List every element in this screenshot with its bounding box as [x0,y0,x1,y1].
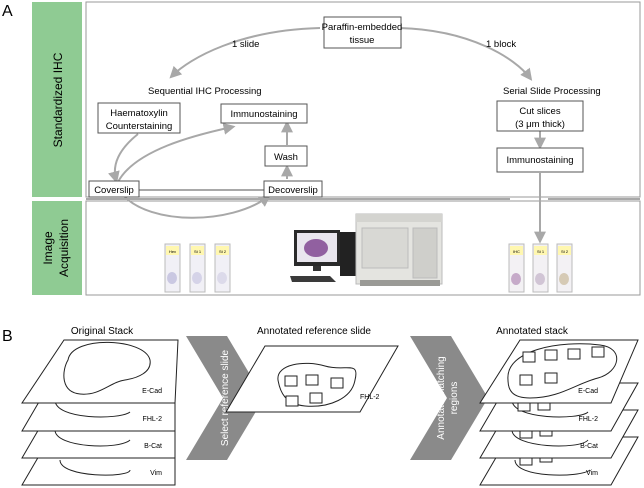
slide-st2-right-label: St 2 [561,249,569,254]
annotated-vim-label: Vim [586,470,598,477]
right-slides: IHC St 1 St 2 [508,243,573,293]
immunostaining-right-text: Immunostaining [506,155,573,166]
immunostaining-right-box [496,147,584,173]
slide-st2-left: St 2 [214,243,231,293]
sequential-title: Sequential IHC Processing [148,86,262,97]
acquisition-frame [85,200,641,296]
haematoxylin-line2: Counterstaining [106,121,173,132]
annotated-stack-title: Annotated stack [496,326,569,337]
haematoxylin-line1: Haematoxylin [110,108,168,119]
slide-ihc: IHC [508,243,525,293]
immunostaining-left-text: Immunostaining [230,109,297,120]
slide-hex: Hex [164,243,181,293]
slide-st1-right: St 1 [532,243,549,293]
annotated-fhl2-label: FHL-2 [579,416,599,423]
cut-slices-line1: Cut slices [519,106,560,117]
slide-ihc-label: IHC [513,249,520,254]
decoverslip-text: Decoverslip [268,185,318,196]
haematoxylin-box [97,102,181,134]
cut-slices-box [496,100,584,132]
arrow-to-sequential [169,27,321,79]
image-acquisition-label-line1: Image [41,231,55,265]
original-stack: Vim B-Cat FHL-2 E-Cad [21,339,179,486]
slide-st1-left: St 1 [189,243,206,293]
one-slide-label: 1 slide [232,39,259,50]
annotated-ecad-label: E-Cad [578,388,598,395]
coverslip-box [88,180,140,198]
annotated-sheet-ecad: E-Cad [479,339,639,404]
annotated-stack: Vim B-Cat FHL-2 E-Cad [479,339,639,486]
slide-st2-left-label: St 2 [219,249,227,254]
original-stack-title: Original Stack [71,326,134,337]
slide-st1-right-label: St 1 [537,249,545,254]
slide-hex-label: Hex [169,249,176,254]
image-acquisition-label-line2: Acquisition [57,219,71,277]
sheet-ecad: E-Cad [21,339,179,404]
standardized-frame [85,1,641,198]
annotate-matching-chevron [410,336,488,460]
arrow-to-immuno-left [117,122,236,183]
annotated-reference-title: Annotated reference slide [257,326,371,337]
arrow-to-serial [399,27,533,81]
cut-slices-line2: (3 μm thick) [515,119,565,130]
annotate-matching-line1: Annotate matching [436,356,447,439]
reference-slide-label: FHL-2 [360,394,380,401]
decoverslip-box [263,180,323,198]
arrow-counter-to-coverslip [108,133,139,184]
select-reference-chevron [186,336,264,460]
standardized-ihc-band [32,2,82,197]
sheet-vim-label: Vim [150,470,162,477]
paraffin-line1: Paraffin-embedded [322,22,403,33]
annotate-matching-line2: regions [449,382,460,415]
immunostaining-left-box [220,103,308,124]
reference-slide: FHL-2 [225,345,399,413]
paraffin-line2: tissue [350,35,375,46]
scanner-workstation-image [290,213,443,286]
annotated-bcat-label: B-Cat [580,443,598,450]
slide-st2-right: St 2 [556,243,573,293]
sheet-fhl2-label: FHL-2 [143,416,163,423]
arrow-coverslip-decoverslip [122,194,271,219]
left-slides: Hex St 1 St 2 [164,243,231,293]
one-block-label: 1 block [486,39,516,50]
panel-a-letter: A [2,3,13,20]
wash-box [264,145,308,167]
sheet-ecad-label: E-Cad [142,388,162,395]
panel-b-letter: B [2,328,13,345]
wash-text: Wash [274,152,298,163]
serial-title: Serial Slide Processing [503,86,601,97]
paraffin-box [323,16,402,49]
slide-st1-left-label: St 1 [194,249,202,254]
standardized-ihc-label: Standardized IHC [51,52,65,147]
select-reference-text: Select reference slide [220,349,231,446]
sheet-bcat-label: B-Cat [144,443,162,450]
image-acquisition-band [32,201,82,295]
coverslip-text: Coverslip [94,185,134,196]
